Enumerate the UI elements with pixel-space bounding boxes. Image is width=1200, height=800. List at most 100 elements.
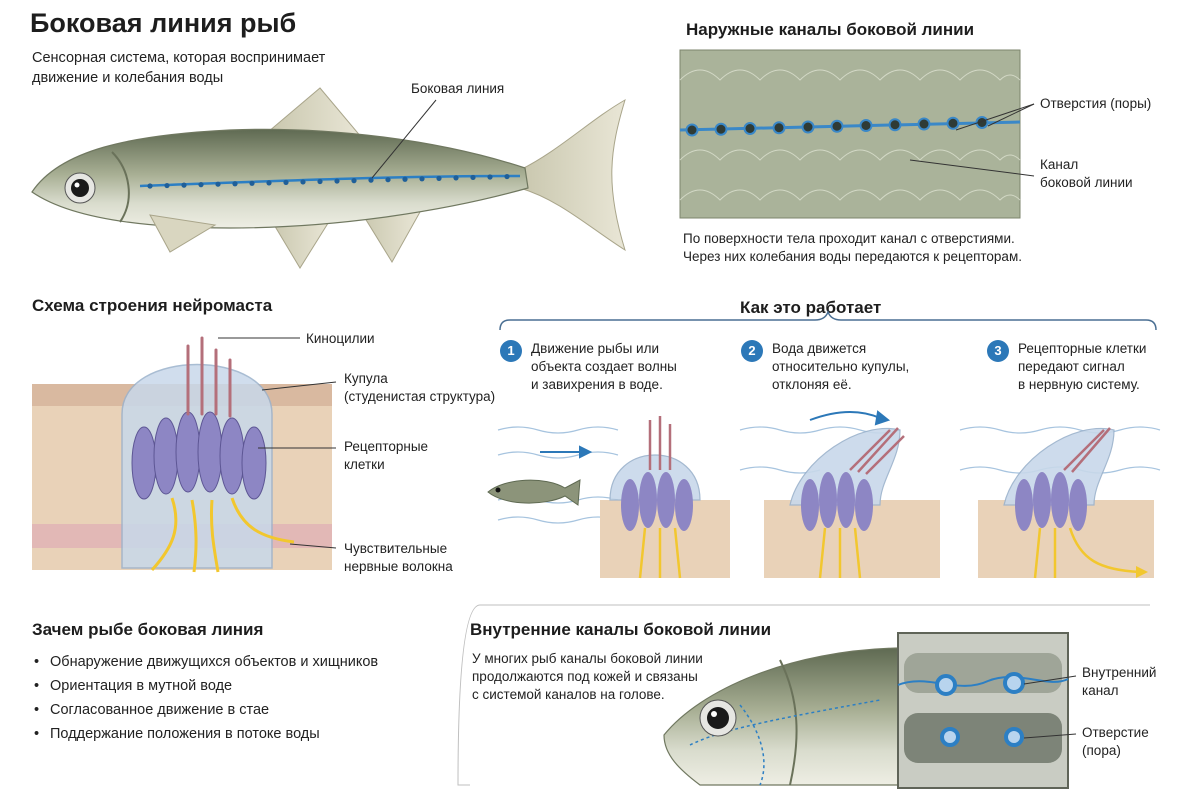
step-1-line-3: и завихрения в воде. bbox=[531, 377, 663, 392]
lateral-line-pore bbox=[283, 179, 289, 185]
step-1-text: Движение рыбы или объекта создает волны … bbox=[531, 340, 677, 394]
canal-pore bbox=[888, 118, 902, 132]
canal-pore bbox=[772, 121, 786, 135]
pore-markers bbox=[685, 103, 1035, 177]
step-2-line-1: Вода движется bbox=[772, 341, 867, 356]
lateral-line-pore bbox=[266, 180, 272, 186]
cupula-label: Купула (студенистая структура) bbox=[344, 370, 495, 406]
step-3-text: Рецепторные клетки передают сигнал в нер… bbox=[1018, 340, 1146, 394]
lateral-line-pore bbox=[385, 177, 391, 183]
inner-canal-label: Внутренний канал bbox=[1082, 664, 1156, 700]
lateral-line-pore bbox=[419, 176, 425, 182]
nerves-label-line-2: нервные волокна bbox=[344, 559, 453, 574]
lateral-line-pore bbox=[198, 182, 204, 188]
inner-canal-closeup bbox=[897, 632, 1069, 789]
step-2-number: 2 bbox=[741, 340, 763, 362]
lateral-line-pore bbox=[504, 173, 510, 180]
step-3-line-3: в нервную систему. bbox=[1018, 377, 1140, 392]
receptors-label-line-1: Рецепторные bbox=[344, 439, 429, 454]
canal-pore bbox=[714, 122, 728, 136]
step-2-text: Вода движется относительно купулы, откло… bbox=[772, 340, 909, 394]
list-item: Обнаружение движущихся объектов и хищник… bbox=[32, 650, 378, 674]
canal-pore bbox=[917, 117, 931, 131]
canal-pore bbox=[830, 119, 844, 133]
inner-canals-title: Внутренние каналы боковой линии bbox=[470, 620, 772, 639]
lateral-line-pore bbox=[215, 181, 221, 187]
nerves-label: Чувствительные нервные волокна bbox=[344, 540, 453, 576]
step-1-number: 1 bbox=[500, 340, 522, 362]
inner-canals-caption: У многих рыб каналы боковой линии продол… bbox=[472, 650, 703, 704]
step-3-number: 3 bbox=[987, 340, 1009, 362]
outer-canals-caption: По поверхности тела проходит канал с отв… bbox=[683, 230, 1022, 266]
subtitle-line-1: Сенсорная система, которая воспринимает bbox=[32, 50, 326, 66]
how-it-works-title: Как это работает bbox=[740, 298, 882, 317]
receptors-label: Рецепторные клетки bbox=[344, 438, 428, 474]
lateral-line-pore bbox=[249, 180, 255, 186]
list-item: Ориентация в мутной воде bbox=[32, 674, 378, 698]
step-3-line-2: передают сигнал bbox=[1018, 359, 1125, 374]
subtitle-line-2: движение и колебания воды bbox=[32, 70, 224, 86]
canal-label-line-2: боковой линии bbox=[1040, 175, 1133, 190]
lateral-line-pore bbox=[317, 178, 323, 185]
step-2-line-2: относительно купулы, bbox=[772, 359, 910, 374]
inner-caption-line-2: продолжаются под кожей и связаны bbox=[472, 669, 698, 684]
lateral-line-pore bbox=[334, 178, 340, 184]
inner-canal-label-line-1: Внутренний bbox=[1082, 665, 1157, 680]
lateral-line-pore bbox=[300, 179, 306, 185]
canal-pore bbox=[801, 120, 815, 134]
step-3-line-1: Рецепторные клетки bbox=[1018, 341, 1147, 356]
kinocilia-label: Киноцилии bbox=[306, 331, 375, 346]
lateral-line-pore bbox=[436, 175, 442, 181]
canal-label-line-1: Канал bbox=[1040, 157, 1079, 172]
step-1-line-1: Движение рыбы или bbox=[531, 341, 660, 356]
canal-pore bbox=[685, 123, 699, 137]
lateral-line-label: Боковая линия bbox=[411, 81, 505, 96]
lateral-line-pore bbox=[232, 181, 238, 187]
list-item: Поддержание положения в потоке воды bbox=[32, 722, 378, 746]
neuromast-title: Схема строения нейромаста bbox=[32, 296, 273, 315]
receptors-label-line-2: клетки bbox=[344, 457, 385, 472]
scales-closeup bbox=[679, 49, 1021, 219]
canal-label: Канал боковой линии bbox=[1040, 156, 1133, 192]
outer-canals-title: Наружные каналы боковой линии bbox=[686, 20, 975, 39]
lateral-line-pore bbox=[147, 183, 153, 189]
inner-pore-label: Отверстие (пора) bbox=[1082, 724, 1149, 760]
lateral-line-pore bbox=[181, 182, 187, 188]
lateral-line-pore bbox=[487, 174, 493, 180]
step-1-line-2: объекта создает волны bbox=[531, 359, 677, 374]
inner-pore-label-line-2: (пора) bbox=[1082, 743, 1121, 758]
cupula-label-line-2: (студенистая структура) bbox=[344, 389, 496, 404]
canal-pore bbox=[946, 116, 960, 130]
lateral-line-pore bbox=[164, 182, 170, 189]
pores-label: Отверстия (поры) bbox=[1040, 96, 1152, 111]
step-2-line-3: отклоняя её. bbox=[772, 377, 852, 392]
canal-pore bbox=[975, 116, 989, 129]
inner-caption-line-1: У многих рыб каналы боковой линии bbox=[472, 651, 703, 666]
lateral-line-pore bbox=[351, 178, 357, 184]
canal-pore bbox=[859, 119, 873, 132]
lateral-line-pore bbox=[470, 174, 476, 181]
why-list: Обнаружение движущихся объектов и хищник… bbox=[32, 650, 378, 746]
outer-caption-line-2: Через них колебания воды передаются к ре… bbox=[683, 249, 1022, 264]
lateral-line-pore bbox=[402, 176, 408, 182]
page-title: Боковая линия рыб bbox=[30, 8, 297, 38]
nerves-label-line-1: Чувствительные bbox=[344, 541, 448, 556]
cupula-label-line-1: Купула bbox=[344, 371, 388, 386]
canal-pore bbox=[743, 122, 757, 135]
list-item: Согласованное движение в стае bbox=[32, 698, 378, 722]
lateral-line-pore bbox=[453, 175, 459, 181]
page-subtitle: Сенсорная система, которая воспринимает … bbox=[32, 48, 325, 88]
lateral-line-pore bbox=[368, 177, 374, 183]
outer-caption-line-1: По поверхности тела проходит канал с отв… bbox=[683, 231, 1015, 246]
neuromast-diagram bbox=[32, 336, 332, 573]
inner-caption-line-3: с системой каналов на голове. bbox=[472, 687, 665, 702]
inner-pore-label-line-1: Отверстие bbox=[1082, 725, 1149, 740]
why-title: Зачем рыбе боковая линия bbox=[32, 620, 264, 639]
